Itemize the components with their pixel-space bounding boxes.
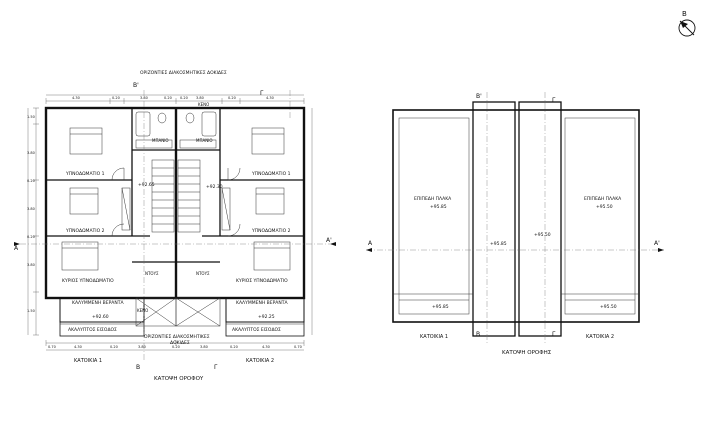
label-flat-slab-right: ΕΠΙΠΕΔΗ ΠΛΑΚΑ [584, 196, 622, 202]
dim-top-7: 0.20 [228, 96, 236, 100]
roof-section-a-left: A [368, 240, 373, 247]
section-a-right: A' [326, 237, 332, 244]
label-bath-right: ΜΠΑΝΙΟ [196, 138, 213, 143]
roof-section-g-bottom: Γ [552, 331, 556, 338]
label-master-left: ΚΥΡΙΟΣ ΥΠΝΟΔΩΜΑΤΙΟ [62, 278, 114, 284]
level-veranda-right: +92.25 [258, 314, 275, 320]
label-bath-left: ΜΠΑΝΙΟ [152, 138, 169, 143]
bath-fixtures-icon [135, 111, 217, 149]
label-void-top: ΚΕΝΟ [198, 102, 209, 107]
dim-left-1: 1.50 [27, 115, 35, 119]
dim-left-3: 0.20 [27, 179, 35, 183]
label-beams-bottom-2: ΔΟΚΙΔΕΣ [170, 340, 190, 346]
label-void-bottom: ΚΕΝΟ [137, 308, 148, 313]
floor-plan: 4.30 0.20 3.80 0.20 0.20 3.80 0.20 4.30 … [14, 70, 336, 382]
north-label: B [682, 10, 687, 18]
label-bedroom2-left: ΥΠΝΟΔΩΜΑΤΙΟ 2 [65, 228, 105, 234]
dim-bottom-4: 3.80 [138, 345, 146, 349]
label-roof-house1: ΚΑΤΟΙΚΙΑ 1 [420, 334, 448, 340]
dim-left-2: 3.80 [27, 151, 35, 155]
label-closet-right: ΝΤΟΥΣ [196, 271, 210, 276]
level-roof-bottom-right: +95.50 [600, 304, 617, 310]
dim-left-7: 1.50 [27, 309, 35, 313]
north-arrow-icon: B [678, 10, 696, 37]
label-bedroom1-left: ΥΠΝΟΔΩΜΑΤΙΟ 1 [65, 171, 105, 177]
level-floor-left: +92.65 [138, 182, 155, 188]
label-house2: ΚΑΤΟΙΚΙΑ 2 [246, 358, 274, 364]
label-bedroom2-right: ΥΠΝΟΔΩΜΑΤΙΟ 2 [251, 228, 291, 234]
roof-plan-title: ΚΑΤΟΨΗ ΟΡΟΦΗΣ [502, 350, 552, 356]
dim-top-6: 3.80 [196, 96, 204, 100]
dim-top-1: 4.30 [72, 96, 80, 100]
roof-plan: A A' B' B Γ Γ ΕΠΙΠΕΔΗ ΠΛΑΚΑ ΕΠΙΠΕΔΗ ΠΛΑΚ… [366, 92, 664, 356]
section-g-bottom: Γ [214, 364, 218, 371]
label-veranda-left: ΚΑΛΥΜΜΕΝΗ ΒΕΡΑΝΤΑ [72, 300, 124, 306]
label-veranda-right: ΚΑΛΥΜΜΕΝΗ ΒΕΡΑΝΤΑ [236, 300, 288, 306]
stairs-icon [151, 159, 201, 233]
dim-top-2: 0.20 [112, 96, 120, 100]
dim-bottom-2: 4.30 [74, 345, 82, 349]
level-roof-bottom-left: +95.85 [432, 304, 449, 310]
label-roof-house2: ΚΑΤΟΙΚΙΑ 2 [586, 334, 614, 340]
level-roof-center-right: +95.50 [534, 232, 551, 238]
roof-section-a-right: A' [654, 240, 660, 247]
dim-left-5: 0.20 [27, 235, 35, 239]
dim-bottom-1: 0.70 [48, 345, 56, 349]
label-master-right: ΚΥΡΙΟΣ ΥΠΝΟΔΩΜΑΤΙΟ [236, 278, 288, 284]
roof-section-b-top: B' [476, 93, 482, 100]
label-closet-left: ΝΤΟΥΣ [145, 271, 159, 276]
floor-plan-title: ΚΑΤΟΨΗ ΟΡΟΦΟΥ [154, 376, 204, 382]
section-b-bottom: B [136, 364, 140, 371]
dim-bottom-8: 4.30 [262, 345, 270, 349]
dim-left-6: 3.80 [27, 263, 35, 267]
dim-top-5: 0.20 [180, 96, 188, 100]
beds-icon [61, 127, 291, 271]
doors-icon [111, 167, 241, 237]
roof-section-b-bottom: B [476, 331, 480, 338]
section-g-top: Γ [260, 90, 264, 97]
level-roof-center-left: +95.85 [490, 241, 507, 247]
label-bedroom1-right: ΥΠΝΟΔΩΜΑΤΙΟ 1 [251, 171, 291, 177]
roof-section-g-top: Γ [552, 97, 556, 104]
dim-bottom-6: 3.80 [200, 345, 208, 349]
section-a-left: A [14, 245, 19, 252]
label-house1: ΚΑΤΟΙΚΙΑ 1 [74, 358, 102, 364]
dim-bottom-3: 0.20 [110, 345, 118, 349]
label-beams-bottom-1: ΟΡΙΖΟΝΤΙΕΣ ΔΙΑΚΟΣΜΗΤΙΚΕΣ [144, 334, 210, 340]
level-roof-right-slab: +95.50 [596, 204, 613, 210]
dim-bottom-5: 0.20 [172, 345, 180, 349]
dim-top-4: 0.20 [164, 96, 172, 100]
level-veranda-left: +92.60 [92, 314, 109, 320]
dim-bottom-7: 0.20 [230, 345, 238, 349]
label-entrance-right: ΑΚΑΛΥΠΤΟΣ ΕΙΣΟΔΟΣ [232, 327, 281, 333]
label-beams-top: ΟΡΙΖΟΝΤΙΕΣ ΔΙΑΚΟΣΜΗΤΙΚΕΣ ΔΟΚΙΔΕΣ [140, 70, 227, 76]
section-b-top: B' [133, 82, 139, 89]
level-floor-right: +92.30 [206, 184, 223, 190]
label-entrance-left: ΑΚΑΛΥΠΤΟΣ ΕΙΣΟΔΟΣ [68, 327, 117, 333]
dim-left-4: 3.80 [27, 207, 35, 211]
dim-bottom-9: 0.70 [294, 345, 302, 349]
label-flat-slab-left: ΕΠΙΠΕΔΗ ΠΛΑΚΑ [414, 196, 452, 202]
level-roof-left-slab: +95.85 [430, 204, 447, 210]
dim-top-8: 4.30 [266, 96, 274, 100]
